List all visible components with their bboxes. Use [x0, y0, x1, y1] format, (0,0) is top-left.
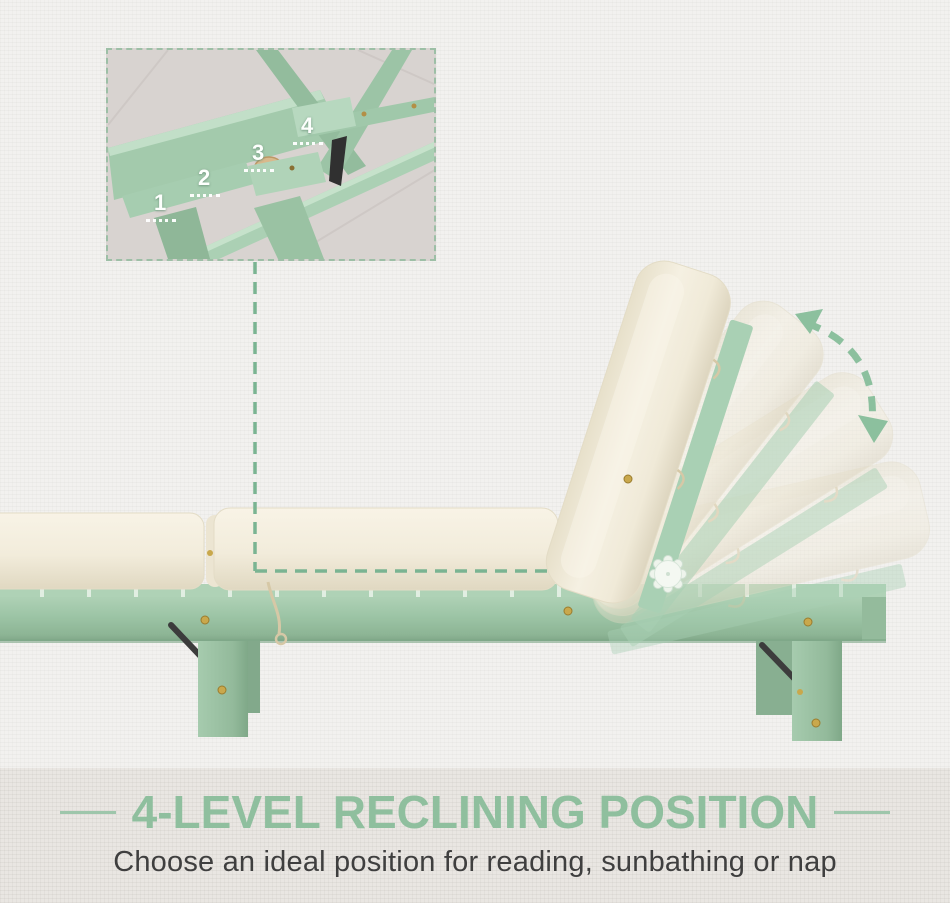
dotted-underline	[293, 142, 323, 145]
title-dash-right	[834, 810, 891, 814]
title-dash-left	[59, 810, 116, 814]
level-number: 2	[198, 165, 211, 190]
level-number: 1	[154, 190, 167, 215]
dotted-underline	[190, 194, 220, 197]
recline-arc-arrow-icon	[795, 309, 888, 443]
level-marker-3: 3	[244, 140, 274, 172]
caption-band: 4-LEVEL RECLINING POSITION Choose an ide…	[0, 768, 950, 903]
adjustment-knob-icon	[649, 555, 687, 593]
caption-title: 4-LEVEL RECLINING POSITION	[131, 786, 819, 838]
mechanism-detail-illustration	[108, 50, 434, 259]
level-marker-4: 4	[293, 113, 323, 145]
lounge-legs	[168, 622, 842, 741]
callout-connector-line	[253, 262, 630, 573]
level-marker-2: 2	[190, 165, 220, 197]
chaise-lounge-illustration	[0, 252, 944, 741]
dotted-underline	[244, 169, 274, 172]
level-marker-1: 1	[146, 190, 176, 222]
dotted-underline	[146, 219, 176, 222]
level-number: 4	[301, 113, 314, 138]
caption-subtitle: Choose an ideal position for reading, su…	[113, 846, 837, 878]
mechanism-inset-panel: 1 2 3 4	[106, 48, 436, 261]
level-number: 3	[252, 140, 265, 165]
